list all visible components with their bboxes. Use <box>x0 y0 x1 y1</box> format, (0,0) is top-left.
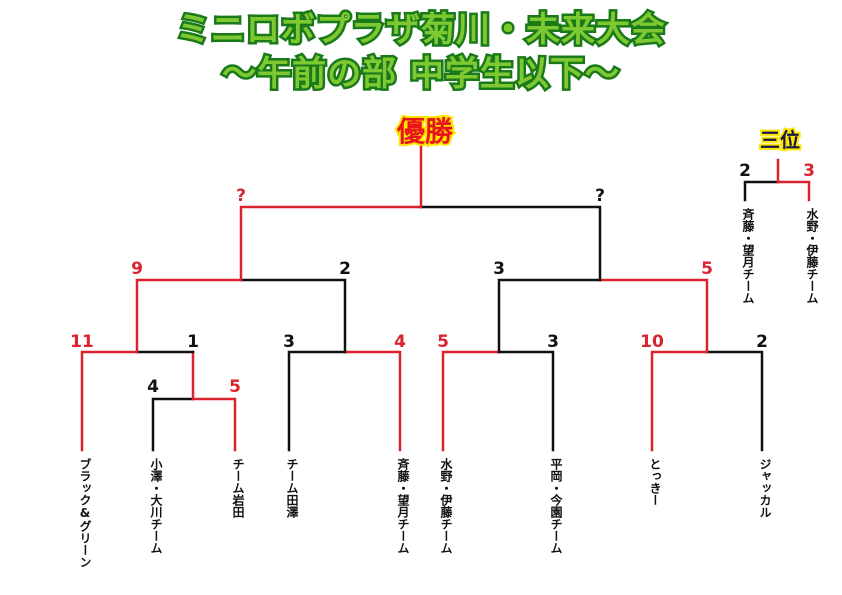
team-name: 小澤・大川チーム <box>149 458 163 554</box>
bracket-line <box>151 397 195 452</box>
bracket-line <box>419 205 602 282</box>
third-place-label: 三位 <box>758 126 802 154</box>
score-r1-m2-a: 3 <box>283 332 295 352</box>
score-r1-m1-b: 1 <box>187 332 199 352</box>
bracket-line <box>191 397 237 452</box>
score-r1-m2-b: 4 <box>394 332 406 352</box>
bracket-line <box>497 350 555 452</box>
champion-label: 優勝 <box>395 113 455 150</box>
bracket-line <box>287 350 347 452</box>
score-sf1-a: 9 <box>131 259 143 279</box>
tournament-title: ミニロボプラザ菊川・未来大会 <box>174 8 668 53</box>
score-sf2-b: 5 <box>701 259 713 279</box>
third-place-team: 水野・伊藤チーム <box>805 208 819 304</box>
bracket-line <box>239 205 423 282</box>
score-r1-m3-a: 5 <box>437 332 449 352</box>
bracket-line <box>650 350 709 452</box>
score-final-a: ? <box>236 186 246 206</box>
bracket-line <box>497 278 602 354</box>
team-name: ブラック&グリーン <box>78 458 92 568</box>
team-name: 水野・伊藤チーム <box>439 458 453 554</box>
bracket-line <box>705 350 764 452</box>
score-prelim-b: 5 <box>229 377 241 397</box>
third-place-team: 斉藤・望月チーム <box>741 208 755 304</box>
team-name: ジャッカル <box>758 458 772 518</box>
team-name: とっきー <box>648 458 662 506</box>
bracket-line <box>441 350 501 452</box>
score-r1-m3-b: 3 <box>547 332 559 352</box>
bracket-line <box>598 278 709 354</box>
team-name: チーム岩田 <box>231 458 245 518</box>
score-third-a: 2 <box>739 161 751 181</box>
bracket-line <box>135 278 243 354</box>
score-final-b: ? <box>595 186 605 206</box>
score-r1-m1-a: 11 <box>70 332 94 352</box>
bracket-line <box>743 180 780 202</box>
team-name: チーム田澤 <box>285 458 299 518</box>
bracket-line <box>239 278 347 354</box>
score-sf1-b: 2 <box>339 259 351 279</box>
score-r1-m4-a: 10 <box>640 332 664 352</box>
bracket-line <box>80 350 139 452</box>
bracket-line <box>343 350 402 452</box>
score-third-b: 3 <box>803 161 815 181</box>
tournament-subtitle: 〜午前の部 中学生以下〜 <box>220 52 622 97</box>
bracket-line <box>776 180 811 202</box>
team-name: 斉藤・望月チーム <box>396 458 410 554</box>
score-prelim-a: 4 <box>147 377 159 397</box>
score-r1-m4-b: 2 <box>756 332 768 352</box>
team-name: 平岡・今園チーム <box>549 458 563 554</box>
score-sf2-a: 3 <box>493 259 505 279</box>
